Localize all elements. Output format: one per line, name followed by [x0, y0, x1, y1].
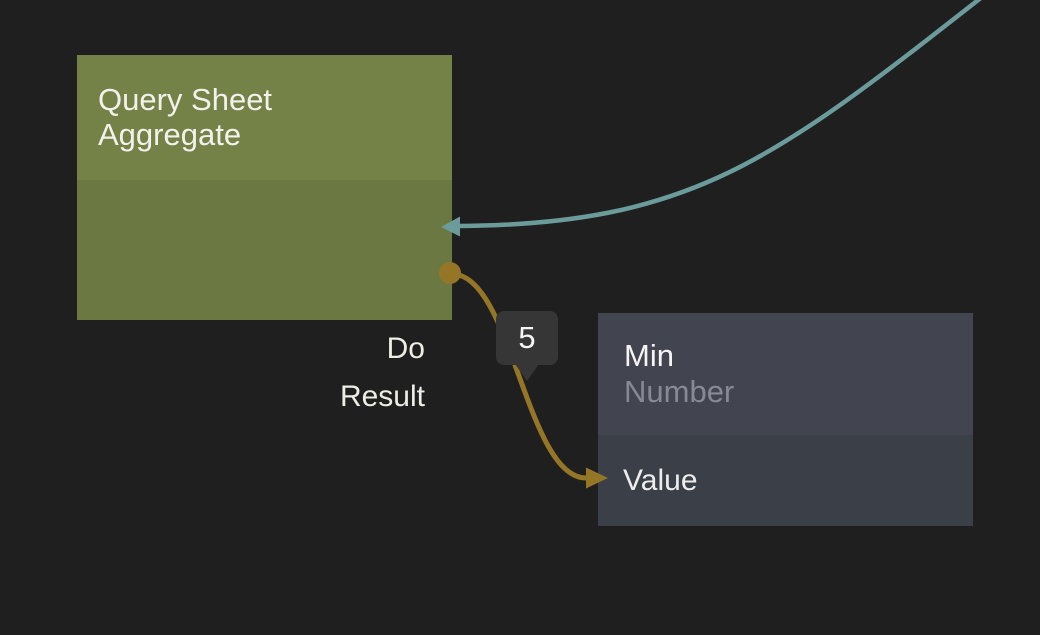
connection-value-text: 5: [518, 320, 536, 355]
node-body: Do Result: [77, 180, 452, 413]
port-result[interactable]: Result: [340, 377, 425, 417]
data-wire-arrowhead-icon: [586, 467, 608, 489]
port-result-label: Result: [339, 380, 425, 413]
exec-wire-arrowhead-icon: [441, 216, 460, 237]
node-header[interactable]: Query Sheet Aggregate: [77, 55, 452, 180]
node-title: Query Sheet Aggregate: [98, 82, 273, 152]
node-title: Min: [624, 338, 674, 373]
port-value-label: Value: [623, 463, 698, 497]
port-do-label: Do: [386, 332, 425, 365]
result-port-pin[interactable]: [439, 262, 461, 284]
node-body: Value: [598, 435, 973, 526]
connection-value-badge: 5: [496, 311, 558, 381]
node-subtitle: Number: [624, 374, 735, 409]
node-min[interactable]: Min Number Value: [598, 313, 973, 526]
exec-wire[interactable]: [455, 0, 1005, 229]
badge-tail-pointer: [515, 364, 539, 381]
port-value[interactable]: Value: [623, 464, 698, 498]
port-do[interactable]: Do: [387, 329, 425, 369]
node-header[interactable]: Min Number: [598, 313, 973, 435]
node-query-sheet-aggregate[interactable]: Query Sheet Aggregate Do Result: [77, 55, 452, 413]
